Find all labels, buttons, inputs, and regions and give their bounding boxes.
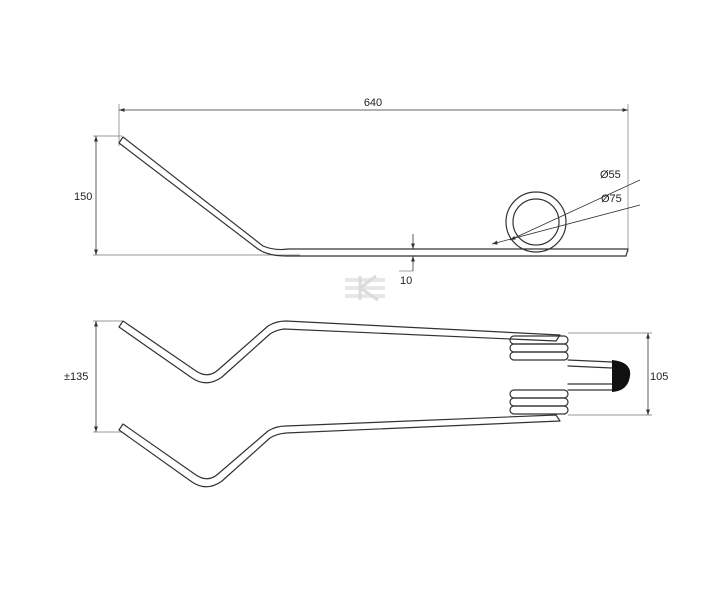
spread-dimension-label: ±135 [64, 371, 88, 383]
outer-diameter-label: Ø75 [601, 193, 622, 205]
offset-dimension-label: 10 [400, 275, 412, 287]
upper-tine-wire [118, 320, 561, 384]
coil-outer-ring [505, 191, 567, 253]
coil-connecting-loop [567, 359, 613, 391]
inner-diameter-leader [509, 179, 641, 241]
length-dimension-label: 640 [364, 97, 382, 109]
top-view: ±135 105 [64, 320, 668, 488]
inner-diameter-label: Ø55 [600, 169, 621, 181]
upper-coil [509, 335, 569, 361]
coil-width-label: 105 [650, 371, 668, 383]
outer-diameter-leader [491, 204, 641, 245]
side-view: 640 150 Ø55 Ø75 10 [74, 97, 641, 287]
lower-tine-wire [118, 414, 561, 488]
lower-coil [509, 389, 569, 415]
tine-wire-side [118, 136, 629, 257]
height-dimension-label: 150 [74, 191, 92, 203]
coil-inner-ring [512, 198, 560, 246]
watermark-logo [345, 274, 385, 302]
mounting-cap [612, 360, 631, 392]
